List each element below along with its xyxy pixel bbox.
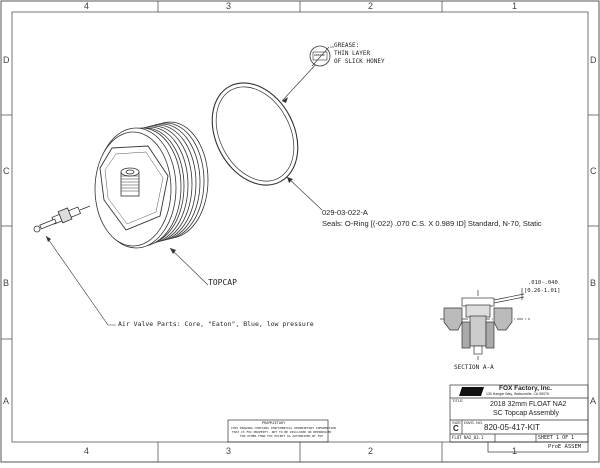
dwg-no-label: DWG. NO.	[464, 420, 484, 425]
grease-note-line2: THIN LAYER	[334, 50, 371, 57]
proprietary-line1: THIS DRAWING CONTAINS CONFIDENTIAL PROPR…	[231, 426, 336, 430]
drawing-title-line2: SC Topcap Assembly	[493, 410, 560, 417]
zone-col-2-top: 2	[368, 1, 374, 11]
title-label: TITLE	[452, 398, 463, 403]
drawing-title-line1: 2018 32mm FLOAT NA2	[490, 401, 567, 408]
size-label: SIZE	[452, 420, 461, 425]
air-valve-core	[33, 205, 91, 233]
dimension-inch: .010-.040	[528, 280, 558, 286]
zone-row-c-left: C	[3, 166, 10, 176]
leader-arrow-topcap	[170, 248, 176, 254]
zone-col-4-top: 4	[84, 1, 90, 11]
leader-arrow-oring-2	[287, 177, 293, 183]
grease-note-line3: OF SLICK HONEY	[334, 58, 385, 65]
zone-col-4-bottom: 4	[84, 446, 90, 456]
leader-arrow-valve	[46, 236, 51, 242]
zone-row-d-left: D	[3, 55, 10, 65]
company-name: FOX Factory, Inc.	[499, 385, 552, 392]
zone-row-d-right: D	[590, 55, 597, 65]
sheet-count: SHEET 1 OF 1	[538, 435, 575, 441]
fox-logo	[459, 387, 484, 396]
zone-col-3-bottom: 3	[226, 446, 232, 456]
zone-col-2-bottom: 2	[368, 446, 374, 456]
o-ring	[211, 82, 299, 186]
grease-note-line1: GREASE:	[334, 42, 360, 49]
grease-icon	[309, 45, 334, 67]
company-address: 130 Hangar Way, Watsonville, CA 95076	[486, 392, 549, 396]
oring-part-number: 029-03-022-A	[322, 208, 368, 217]
file-name: FLOT NA2_03.1	[452, 435, 484, 440]
zone-col-1-bottom: 1	[512, 446, 518, 456]
dimension-mm: [0.26-1.01]	[524, 288, 561, 294]
section-view	[440, 288, 530, 360]
zone-col-3-top: 3	[226, 1, 232, 11]
topcap-label: TOPCAP	[208, 278, 237, 287]
sheet-size: C	[453, 424, 459, 433]
leader-arrow-oring	[282, 97, 288, 103]
grease-icon-label: GREASE	[314, 53, 325, 57]
zone-row-a-left: A	[3, 396, 10, 406]
zone-row-c-right: C	[590, 166, 597, 176]
proe-status: ProE ASSEM	[548, 444, 582, 450]
zone-row-b-right: B	[590, 278, 597, 288]
proprietary-line2: THAT IS FOX PROPERTY. NOT TO BE DISCLOSE…	[232, 430, 332, 434]
proprietary-header: PROPRIETARY	[262, 421, 286, 425]
drawing-number: 820-05-417-KIT	[484, 423, 541, 432]
topcap	[94, 121, 209, 249]
zone-row-a-right: A	[590, 396, 597, 406]
zone-col-1-top: 1	[512, 1, 518, 11]
title-block-frame	[227, 384, 589, 453]
zone-row-b-left: B	[3, 278, 10, 288]
oring-description: Seals: O-Ring [(-022) .070 C.S. X 0.989 …	[322, 219, 542, 228]
section-label: SECTION A-A	[454, 364, 494, 371]
air-valve-label: Air Valve Parts: Core, "Eaton", Blue, lo…	[118, 320, 314, 328]
proprietary-line3: FOR OTHER THAN FOX EXCEPT AS AUTHORIZED …	[240, 434, 324, 438]
